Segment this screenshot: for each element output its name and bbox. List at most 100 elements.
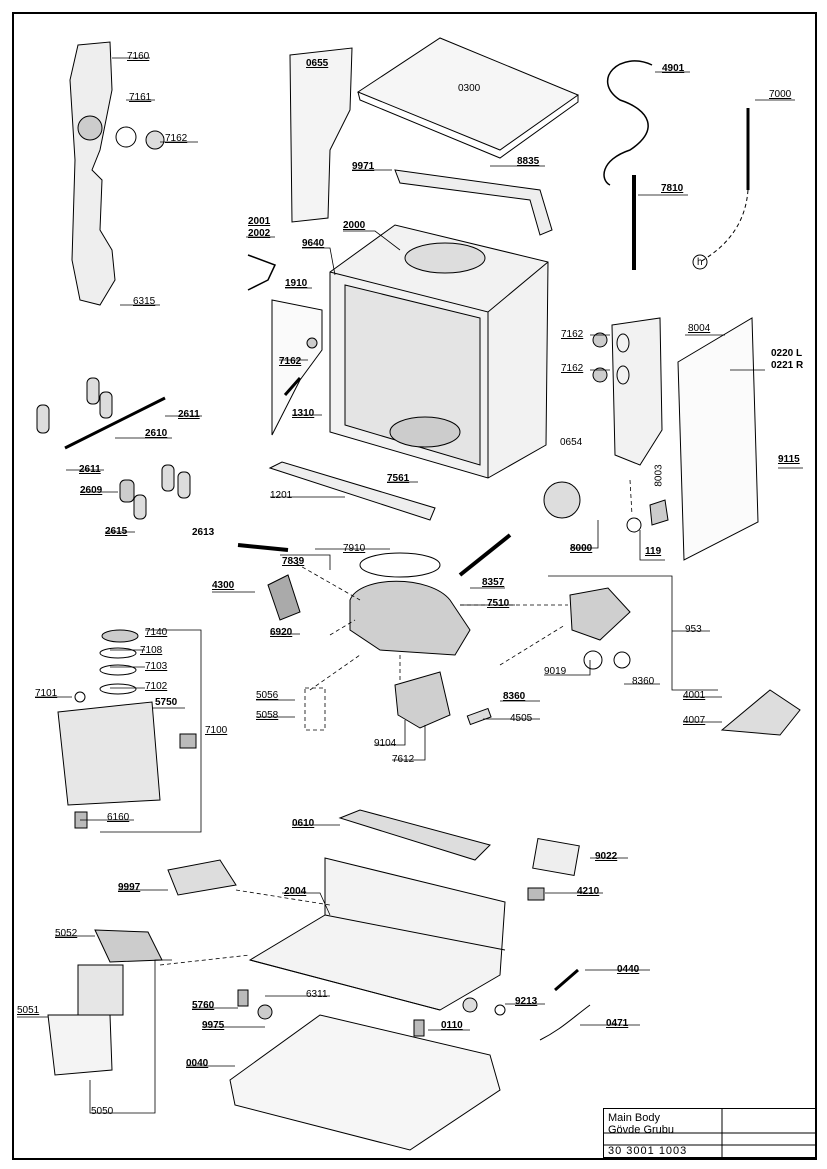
label-4901: 4901 — [662, 63, 685, 74]
label-7910: 7910 — [343, 543, 366, 554]
label-7162-b: 7162 — [279, 356, 302, 367]
label-8835: 8835 — [517, 156, 540, 167]
part-7839-strip — [237, 543, 289, 552]
label-9640: 9640 — [302, 238, 325, 249]
label-7100: 7100 — [205, 725, 228, 736]
part-0220-sidewall — [677, 317, 759, 561]
label-7140: 7140 — [145, 627, 168, 638]
part-8357 — [458, 533, 512, 577]
label-7810: 7810 — [661, 183, 684, 194]
label-7162-c: 7162 — [561, 329, 584, 340]
label-4001: 4001 — [683, 690, 706, 701]
label-9975: 9975 — [202, 1020, 225, 1031]
label-7839: 7839 — [282, 556, 305, 567]
label-5051: 5051 — [17, 1005, 40, 1016]
part-7510-sump — [349, 580, 471, 656]
label-7161: 7161 — [129, 92, 152, 103]
part-1910-panel — [271, 299, 323, 436]
label-5058: 5058 — [256, 710, 279, 721]
part-9997 — [167, 859, 237, 896]
part-1201-rail — [268, 461, 436, 521]
label-9104: 9104 — [374, 738, 397, 749]
title-block: Main Body Gövde Grubu 30 3001 1003 — [603, 1108, 817, 1158]
label-8004: 8004 — [688, 323, 711, 334]
label-2611-b: 2611 — [79, 464, 101, 475]
part-5050-cover — [47, 1014, 113, 1076]
drawing-code: 30 3001 1003 — [608, 1145, 688, 1157]
drawing-frame — [12, 12, 817, 1160]
label-7162-d: 7162 — [561, 363, 584, 374]
label-7612: 7612 — [392, 754, 415, 765]
part-8003-clip — [649, 499, 669, 526]
part-0040-tray — [229, 1014, 501, 1151]
label-2610: 2610 — [145, 428, 168, 439]
label-7101: 7101 — [35, 688, 58, 699]
label-5050: 5050 — [91, 1106, 114, 1117]
part-1310-clip — [283, 377, 302, 396]
part-9971-rail — [394, 169, 553, 236]
marker-119 — [626, 517, 642, 533]
part-9104-pump — [394, 671, 451, 729]
part-4300 — [267, 574, 301, 621]
label-0040: 0040 — [186, 1058, 209, 1069]
label-2004: 2004 — [284, 886, 307, 897]
label-953: 953 — [685, 624, 702, 635]
label-0440: 0440 — [617, 964, 640, 975]
title-english: Main Body — [608, 1112, 660, 1124]
label-8000: 8000 — [570, 543, 593, 554]
part-7160-bracket — [69, 41, 116, 306]
label-7162: 7162 — [165, 133, 188, 144]
part-0471-cable — [539, 1004, 591, 1041]
part-7161-ring — [115, 126, 137, 148]
title-turkish: Gövde Grubu — [608, 1124, 675, 1136]
label-6315: 6315 — [133, 296, 156, 307]
label-7561: 7561 — [387, 473, 410, 484]
part-7910-ring — [359, 552, 441, 578]
label-6160: 6160 — [107, 812, 130, 823]
label-0110: 0110 — [441, 1020, 463, 1031]
part-0440-spring — [554, 968, 579, 992]
part-9022-board — [532, 838, 580, 876]
label-5750: 5750 — [155, 697, 178, 708]
label-0221: 0221 R — [771, 360, 804, 371]
label-1310: 1310 — [292, 408, 315, 419]
label-5760: 5760 — [192, 1000, 215, 1011]
label-9997: 9997 — [118, 882, 141, 893]
label-8360-b: 8360 — [503, 691, 526, 702]
label-h: h — [697, 257, 703, 268]
part-0300-lid — [356, 37, 580, 151]
label-8357: 8357 — [482, 577, 505, 588]
label-8360-a: 8360 — [632, 676, 655, 687]
label-9022: 9022 — [595, 851, 618, 862]
label-1910: 1910 — [285, 278, 308, 289]
part-2004-base — [248, 857, 506, 1011]
label-0654: 0654 — [560, 437, 583, 448]
label-0300: 0300 — [458, 83, 481, 94]
label-9213: 9213 — [515, 996, 538, 1007]
label-9019: 9019 — [544, 666, 567, 677]
label-6311: 6311 — [306, 989, 328, 1000]
label-7103: 7103 — [145, 661, 168, 672]
label-7108: 7108 — [140, 645, 163, 656]
part-2001-hook — [247, 254, 277, 291]
label-2615: 2615 — [105, 526, 128, 537]
label-119: 119 — [645, 546, 662, 557]
label-8003: 8003 — [653, 464, 665, 487]
part-5051-board — [77, 964, 124, 1016]
label-5056: 5056 — [256, 690, 279, 701]
label-2611-a: 2611 — [178, 409, 200, 420]
label-0610: 0610 — [292, 818, 315, 829]
label-0655: 0655 — [306, 58, 329, 69]
label-4300: 4300 — [212, 580, 235, 591]
label-2609: 2609 — [80, 485, 103, 496]
label-4007: 4007 — [683, 715, 706, 726]
part-8004-panel — [611, 317, 663, 466]
label-2001: 2001 — [248, 216, 271, 227]
label-9115: 9115 — [778, 454, 800, 465]
part-7100-softener — [57, 701, 161, 806]
part-4007-foot — [720, 689, 801, 736]
label-7102: 7102 — [145, 681, 168, 692]
part-2610-rod — [64, 396, 166, 450]
label-2000: 2000 — [343, 220, 366, 231]
